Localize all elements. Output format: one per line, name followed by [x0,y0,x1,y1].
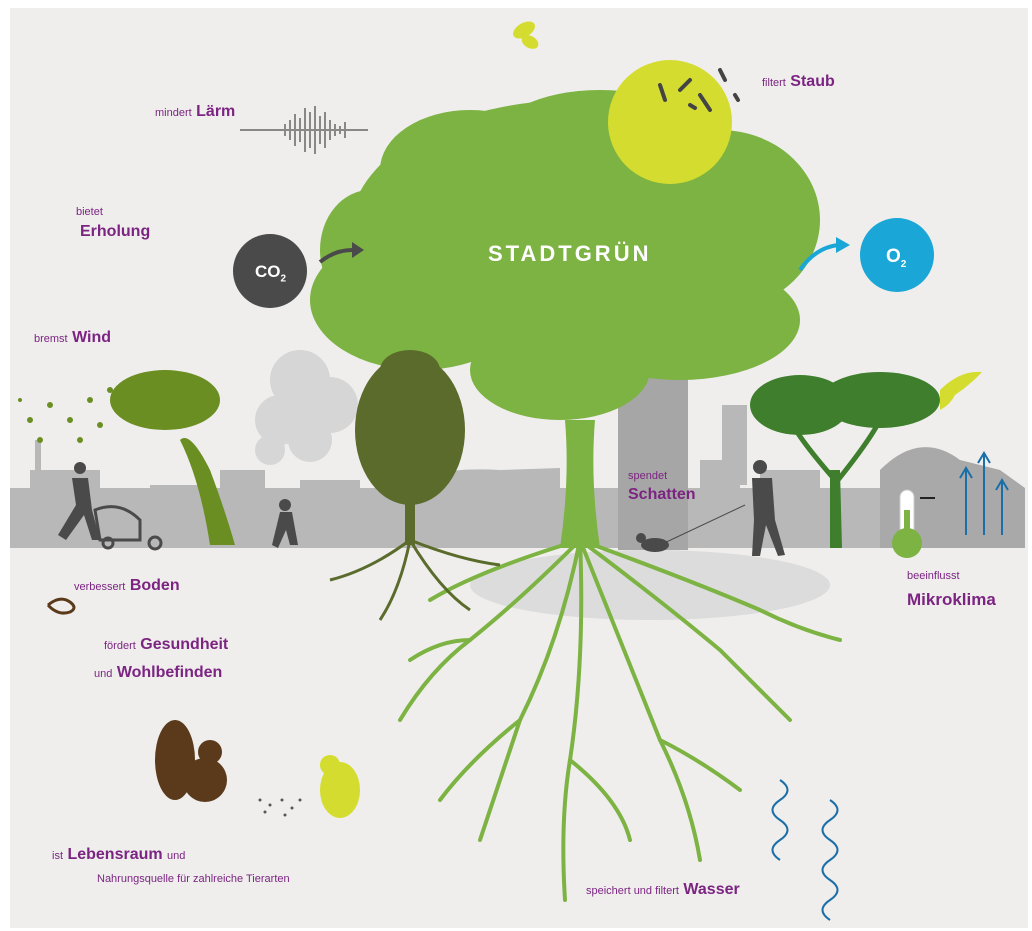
co2-label: CO2 [255,262,287,285]
o2-circle [860,218,934,292]
worm-icon [46,597,76,615]
label-schatten: spendet Schatten [628,470,696,503]
stroller-icon [93,505,163,551]
child-icon [272,499,298,548]
label-wohlbefinden: und Wohlbefinden [94,664,223,681]
label-erholung: bietet Erholung [76,206,151,240]
tree-crown [310,90,820,420]
wind-tree [110,370,235,545]
water-wave-icon [771,779,839,921]
root-system [398,538,842,902]
city-skyline [10,300,1025,550]
label-mikroklima: beeinflusst Mikroklima [907,570,996,609]
walker-icon [752,460,785,556]
label-nahrungsquelle: Nahrungsquelle für zahlreiche Tierarten [97,873,290,885]
sound-wave-icon [240,106,368,154]
bird-icon-right [940,371,982,410]
bird-icon-bottom [320,755,380,835]
label-lebensraum: ist Lebensraum und [52,846,186,863]
label-laerm: mindert Lärm [155,103,236,120]
heat-arrows-icon [959,451,1009,535]
dark-tree [355,350,465,545]
tree-trunk [560,420,600,548]
label-gesundheit: fördert Gesundheit [104,636,229,653]
label-staub: filtert Staub [762,73,835,90]
dust-particles [658,68,740,112]
dog-icon [636,504,746,552]
label-wasser: speichert und filtert Wasser [586,881,740,898]
dust-circle [608,60,732,184]
label-wind: bremst Wind [34,329,112,346]
co2-circle [233,234,307,308]
ground-shadow [470,550,830,620]
acacia-tree [750,372,940,548]
squirrel-icon [155,720,227,802]
dark-tree-roots [329,538,501,621]
thermometer-icon [892,489,935,558]
flying-leaves [18,387,113,443]
o2-label: O2 [886,246,907,270]
jogger-icon [58,462,100,540]
main-title: STADTGRÜN [488,241,652,266]
label-boden: verbessert Boden [74,577,180,594]
butterfly-icon [513,21,539,49]
smoke-cloud [255,350,358,465]
seeds [258,798,302,817]
